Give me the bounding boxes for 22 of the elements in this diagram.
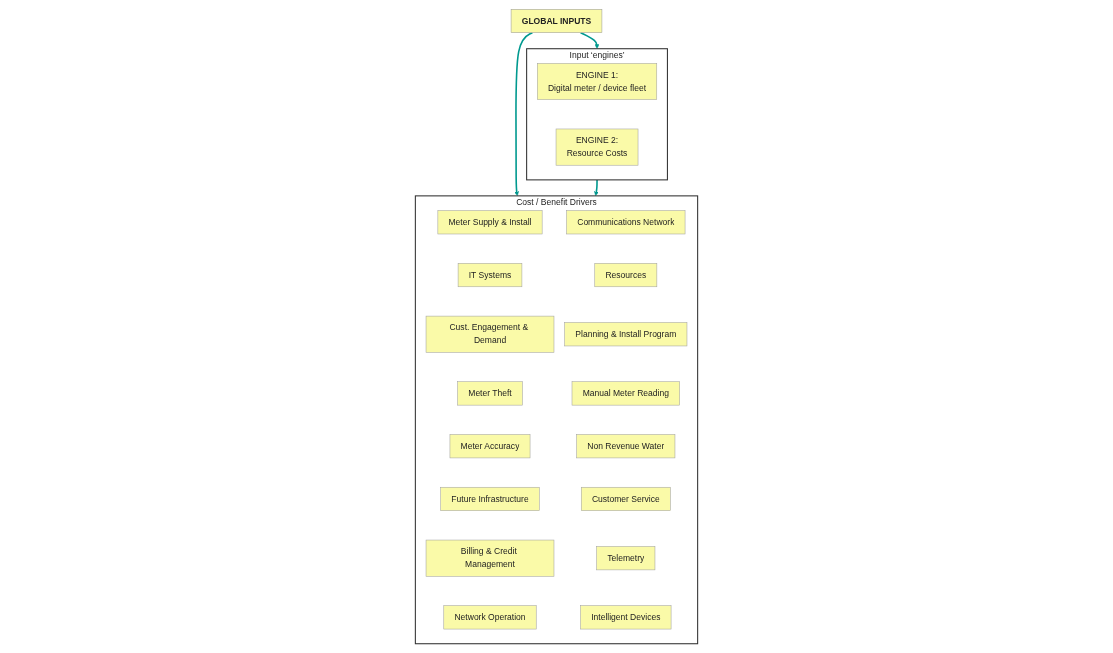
arrow [579, 31, 600, 49]
node-box: IT Systems [457, 263, 523, 288]
node-box: Billing & Credit Management [425, 539, 555, 577]
node-box: Manual Meter Reading [571, 381, 680, 406]
arrow [594, 179, 599, 197]
arrow [514, 31, 534, 197]
node-box: Resources [594, 263, 658, 288]
node-box: Future Infrastructure [440, 487, 540, 511]
node-box: GLOBAL INPUTS [510, 9, 603, 33]
node-box: Telemetry [596, 546, 656, 571]
node-box: Meter Theft [457, 381, 523, 406]
node-box: ENGINE 2: Resource Costs [555, 128, 639, 166]
node-box: Intelligent Devices [580, 605, 672, 630]
node-box: Cust. Engagement & Demand [425, 315, 555, 353]
node-box: Meter Supply & Install [437, 210, 543, 235]
node-box: Planning & Install Program [564, 322, 688, 347]
node-box: Network Operation [443, 605, 537, 630]
node-box: Meter Accuracy [449, 434, 531, 459]
node-box: Communications Network [566, 210, 686, 235]
node-box: ENGINE 1: Digital meter / device fleet [537, 63, 658, 100]
node-box: Non Revenue Water [576, 434, 676, 459]
node-box: Customer Service [581, 487, 671, 511]
